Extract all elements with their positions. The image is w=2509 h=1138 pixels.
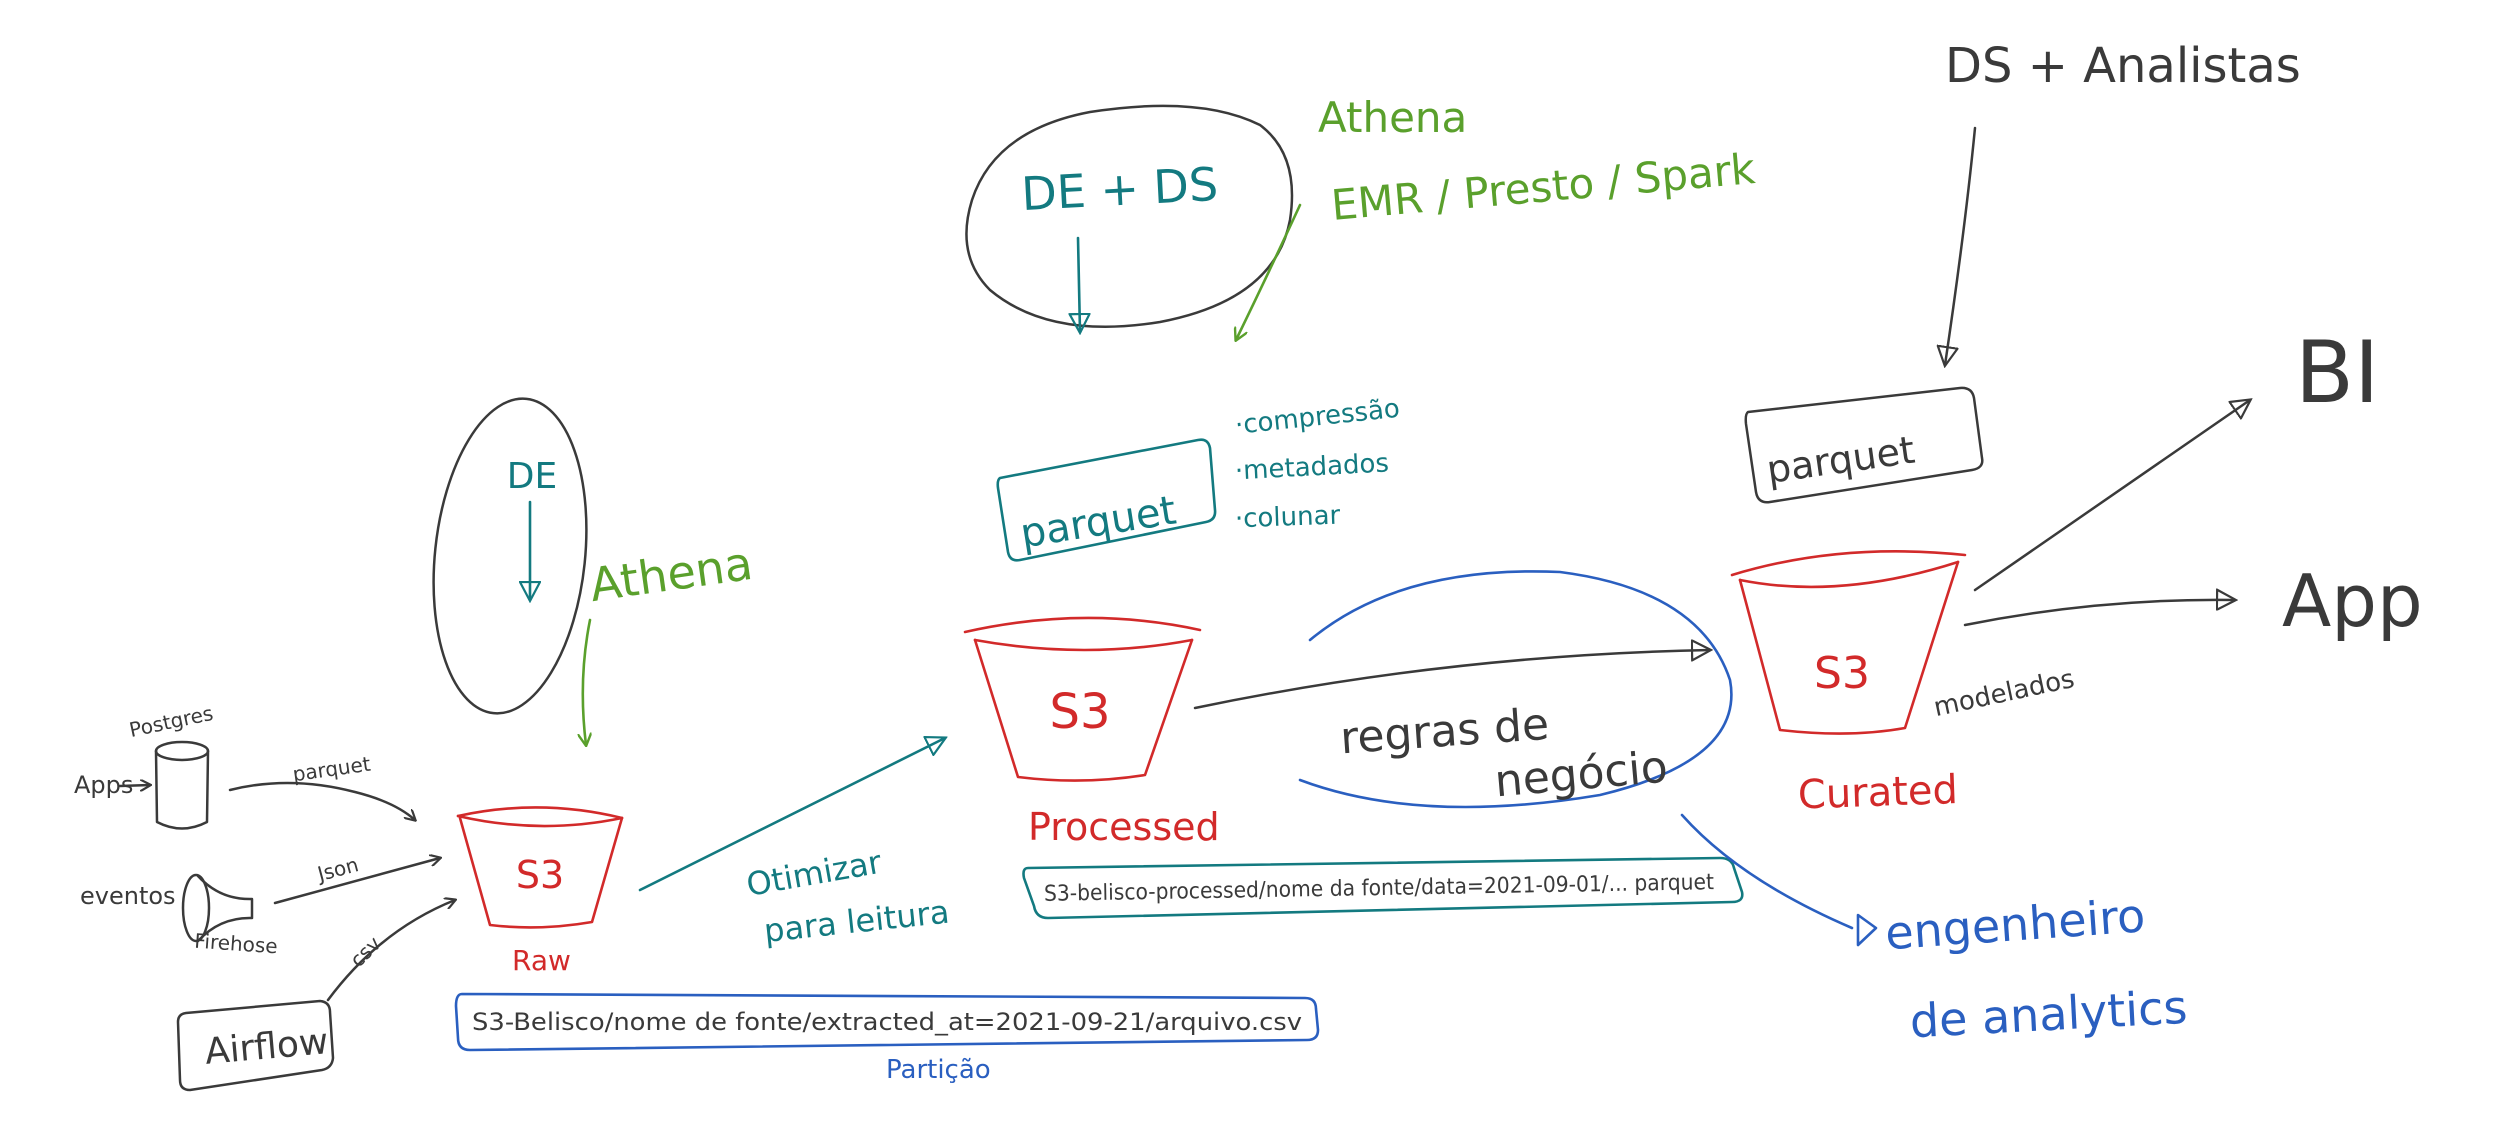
processed-feature-2: ·metadados <box>1234 448 1389 486</box>
raw-zone-title: Raw <box>512 944 571 977</box>
processed-users-circle <box>965 104 1294 328</box>
processed-path-box <box>1022 856 1744 920</box>
curated-users-label: DS + Analistas <box>1945 38 2301 94</box>
raw-s3-label: S3 <box>516 853 564 897</box>
processed-zone-title: Processed <box>1028 805 1220 849</box>
firehose-funnel-icon <box>181 873 254 943</box>
processed-users-role: DE + DS <box>1020 157 1219 221</box>
parquet-format-box <box>996 438 1217 562</box>
raw-path-box <box>454 992 1320 1052</box>
curated-note: modelados <box>1931 664 2077 723</box>
partition-label: Partição <box>886 1055 991 1085</box>
analytics-engineer-tip <box>1856 913 1878 947</box>
analytics-engineer-arrow <box>1680 813 1854 930</box>
processed-bucket-icon <box>963 616 1202 782</box>
raw-users-circle <box>432 397 588 715</box>
sources-group: Postgres Apps eventos Firehose Airflow p… <box>74 701 455 1092</box>
app-output-label: App <box>2282 559 2423 643</box>
curated-to-app-arrow <box>1963 600 2235 627</box>
processed-users-down-arrow <box>1078 236 1080 332</box>
analytics-engineer-line2: de analytics <box>1908 980 2188 1048</box>
raw-bucket-icon <box>456 806 624 929</box>
athena-to-raw-arrow <box>583 618 590 745</box>
firehose-label: Firehose <box>194 929 279 959</box>
raw-athena-label: Athena <box>586 536 755 612</box>
eventos-to-raw-arrow <box>273 858 440 905</box>
apps-to-postgres-arrow <box>118 785 150 786</box>
processed-tools-line2: EMR / Presto / Spark <box>1329 144 1757 230</box>
curated-users-down-arrow <box>1945 126 1977 365</box>
curated-bucket-icon <box>1730 550 1967 735</box>
postgres-database-icon <box>154 740 210 830</box>
airflow-to-raw-arrow <box>326 900 455 1002</box>
curated-zone: S3 Curated modelados parquet DS + Analis… <box>1730 38 2423 819</box>
processed-s3-label: S3 <box>1049 684 1110 740</box>
processed-feature-1: ·compressão <box>1234 394 1402 441</box>
postgres-to-raw-arrow <box>228 781 415 820</box>
processed-tools-line1: Athena <box>1318 93 1467 142</box>
airflow-box <box>176 999 335 1092</box>
business-rules-circle <box>1298 570 1733 809</box>
processed-to-curated-arrow <box>1193 650 1710 710</box>
processed-format-label: parquet <box>1017 487 1179 557</box>
curated-s3-label: S3 <box>1814 648 1870 699</box>
eventos-label: eventos <box>80 882 176 910</box>
analytics-engineer-line1: engenheiro <box>1883 888 2147 960</box>
raw-path-text: S3-Belisco/nome de fonte/extracted_at=20… <box>472 1008 1302 1036</box>
raw-zone: S3 Raw S3-Belisco/nome de fonte/extracte… <box>432 397 1320 1085</box>
raw-to-processed-arrow <box>638 738 945 892</box>
bi-output-label: BI <box>2295 323 2379 423</box>
curated-parquet-box <box>1744 386 1984 504</box>
optimize-label-line1: Otimizar <box>743 843 885 904</box>
csv-format-label: csv <box>345 931 386 972</box>
optimize-label-line2: para leitura <box>762 893 951 950</box>
curated-to-bi-arrow <box>1973 400 2250 592</box>
curated-zone-title: Curated <box>1797 767 1958 819</box>
business-rules-zone: regras de negócio engenheiro de analytic… <box>1193 570 2189 1048</box>
processed-path-text: S3-belisco-processed/nome da fonte/data=… <box>1044 870 1715 907</box>
parquet-format-label: parquet <box>291 752 372 787</box>
raw-users-role: DE <box>507 456 557 497</box>
airflow-label: Airflow <box>203 1021 330 1073</box>
processed-feature-3: ·colunar <box>1234 501 1341 535</box>
tools-to-processed-arrow <box>1236 203 1302 340</box>
postgres-label: Postgres <box>127 701 215 742</box>
